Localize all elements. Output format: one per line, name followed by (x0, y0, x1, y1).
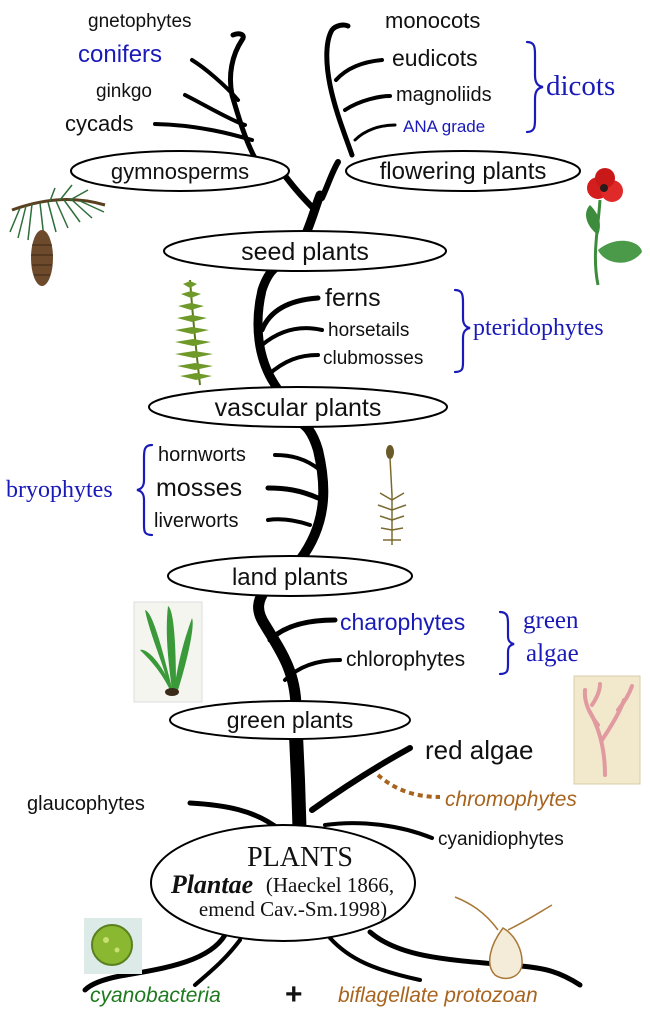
root-name: Plantae (170, 870, 253, 899)
gymnosperm-stem (227, 31, 258, 161)
root-citation-line-1: (Haeckel 1866, (266, 873, 394, 897)
node-seed-plants (163, 230, 447, 272)
origin-cyanobacteria: cyanobacteria (90, 984, 221, 1007)
root-branch (82, 932, 228, 993)
leaf-ferns: ferns (325, 284, 381, 312)
node-gymnosperms (70, 150, 290, 192)
leaf-horsetails: horsetails (328, 320, 409, 341)
node-root-plants (150, 824, 416, 942)
brace-pteridophytes (453, 288, 471, 374)
leaf-cycads: cycads (65, 111, 133, 136)
trunk-vascular-seed (253, 263, 285, 397)
leaf-chromophytes: chromophytes (445, 788, 577, 811)
clade-nodes (70, 150, 581, 942)
node-green-plants (169, 700, 411, 740)
leaf-red-algae: red algae (425, 735, 533, 765)
trunk-green-land (253, 584, 302, 712)
label-seed-plants: seed plants (241, 238, 369, 266)
leaf-ana-grade: ANA grade (403, 117, 485, 136)
root-branch (328, 936, 422, 982)
root-branch (193, 938, 242, 987)
tree-branches (82, 22, 583, 993)
group-bryophytes: bryophytes (6, 477, 113, 503)
label-green-plants: green plants (227, 707, 354, 733)
brace-green-algae (498, 610, 515, 676)
pine-branch-illustration (9, 184, 106, 286)
gymnosperm-stem (279, 169, 318, 213)
origin-plus: + (285, 978, 303, 1011)
chromophytes-dashed-link (376, 773, 441, 799)
root-title: PLANTS (247, 842, 353, 873)
group-dicots: dicots (546, 70, 615, 102)
node-land-plants (167, 555, 413, 597)
label-vascular-plants: vascular plants (215, 394, 382, 422)
cyanobacterium-illustration (84, 918, 142, 974)
brace-dicots (525, 40, 544, 134)
fern-frond-illustration (175, 279, 213, 386)
leaf-monocots: monocots (385, 8, 480, 33)
group-pteridophytes: pteridophytes (473, 315, 604, 341)
angiosperm-stem (324, 22, 355, 158)
green-alga-illustration (133, 601, 203, 703)
origin-protozoan: biflagellate protozoan (338, 984, 538, 1007)
biflagellate-illustration (454, 896, 553, 980)
leaf-clubmosses: clubmosses (323, 348, 423, 369)
poppy-illustration (586, 168, 642, 286)
trunk-base (289, 728, 307, 852)
group-green-algae-line-2: algae (526, 640, 579, 667)
leaf-chlorophytes: chlorophytes (346, 648, 465, 671)
brace-bryophytes (136, 443, 154, 537)
leaf-mosses: mosses (156, 474, 242, 502)
leaf-ginkgo: ginkgo (96, 81, 152, 102)
label-flowering-plants: flowering plants (380, 158, 547, 185)
leaf-magnoliids: magnoliids (396, 84, 492, 106)
leaf-charophytes: charophytes (340, 609, 465, 635)
leaf-cyanidiophytes: cyanidiophytes (438, 829, 564, 850)
leaf-liverworts: liverworts (154, 510, 238, 532)
leaf-hornworts: hornworts (158, 444, 246, 466)
leaf-glaucophytes: glaucophytes (27, 793, 145, 815)
moss-illustration (377, 445, 407, 545)
label-land-plants: land plants (232, 564, 348, 591)
angiosperm-stem (319, 159, 341, 201)
node-flowering-plants (345, 150, 581, 192)
leaf-eudicots: eudicots (392, 45, 478, 71)
group-green-algae-line-1: green (523, 607, 579, 634)
label-gymnosperms: gymnosperms (111, 159, 249, 184)
node-vascular-plants (148, 386, 448, 428)
red-alga-illustration (573, 675, 641, 785)
root-citation-line-2: emend Cav.-Sm.1998) (199, 897, 387, 921)
leaf-conifers: conifers (78, 41, 162, 68)
leaf-gnetophytes: gnetophytes (88, 11, 192, 32)
